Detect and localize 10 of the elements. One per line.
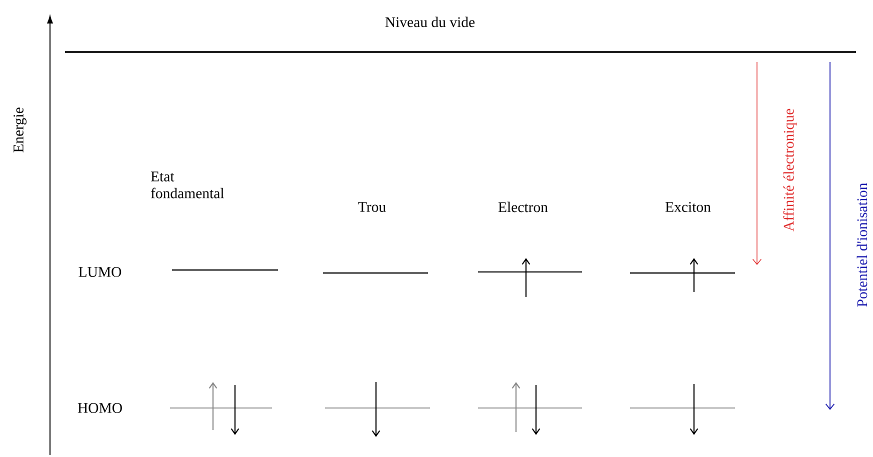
axis-label: Energie: [14, 108, 26, 152]
dimension-label: Potentiel d'ionisation: [856, 182, 868, 307]
state-name: Electron: [498, 202, 548, 212]
state-name: Trou: [358, 202, 386, 212]
state-name: Exciton: [665, 202, 711, 212]
orbital-name: LUMO: [78, 267, 122, 277]
level-name: Niveau du vide: [385, 16, 475, 28]
state-name: Etat fondamental: [150, 172, 224, 198]
dimension-label: Affinité électronique: [783, 108, 797, 232]
orbital-name: HOMO: [78, 403, 122, 413]
